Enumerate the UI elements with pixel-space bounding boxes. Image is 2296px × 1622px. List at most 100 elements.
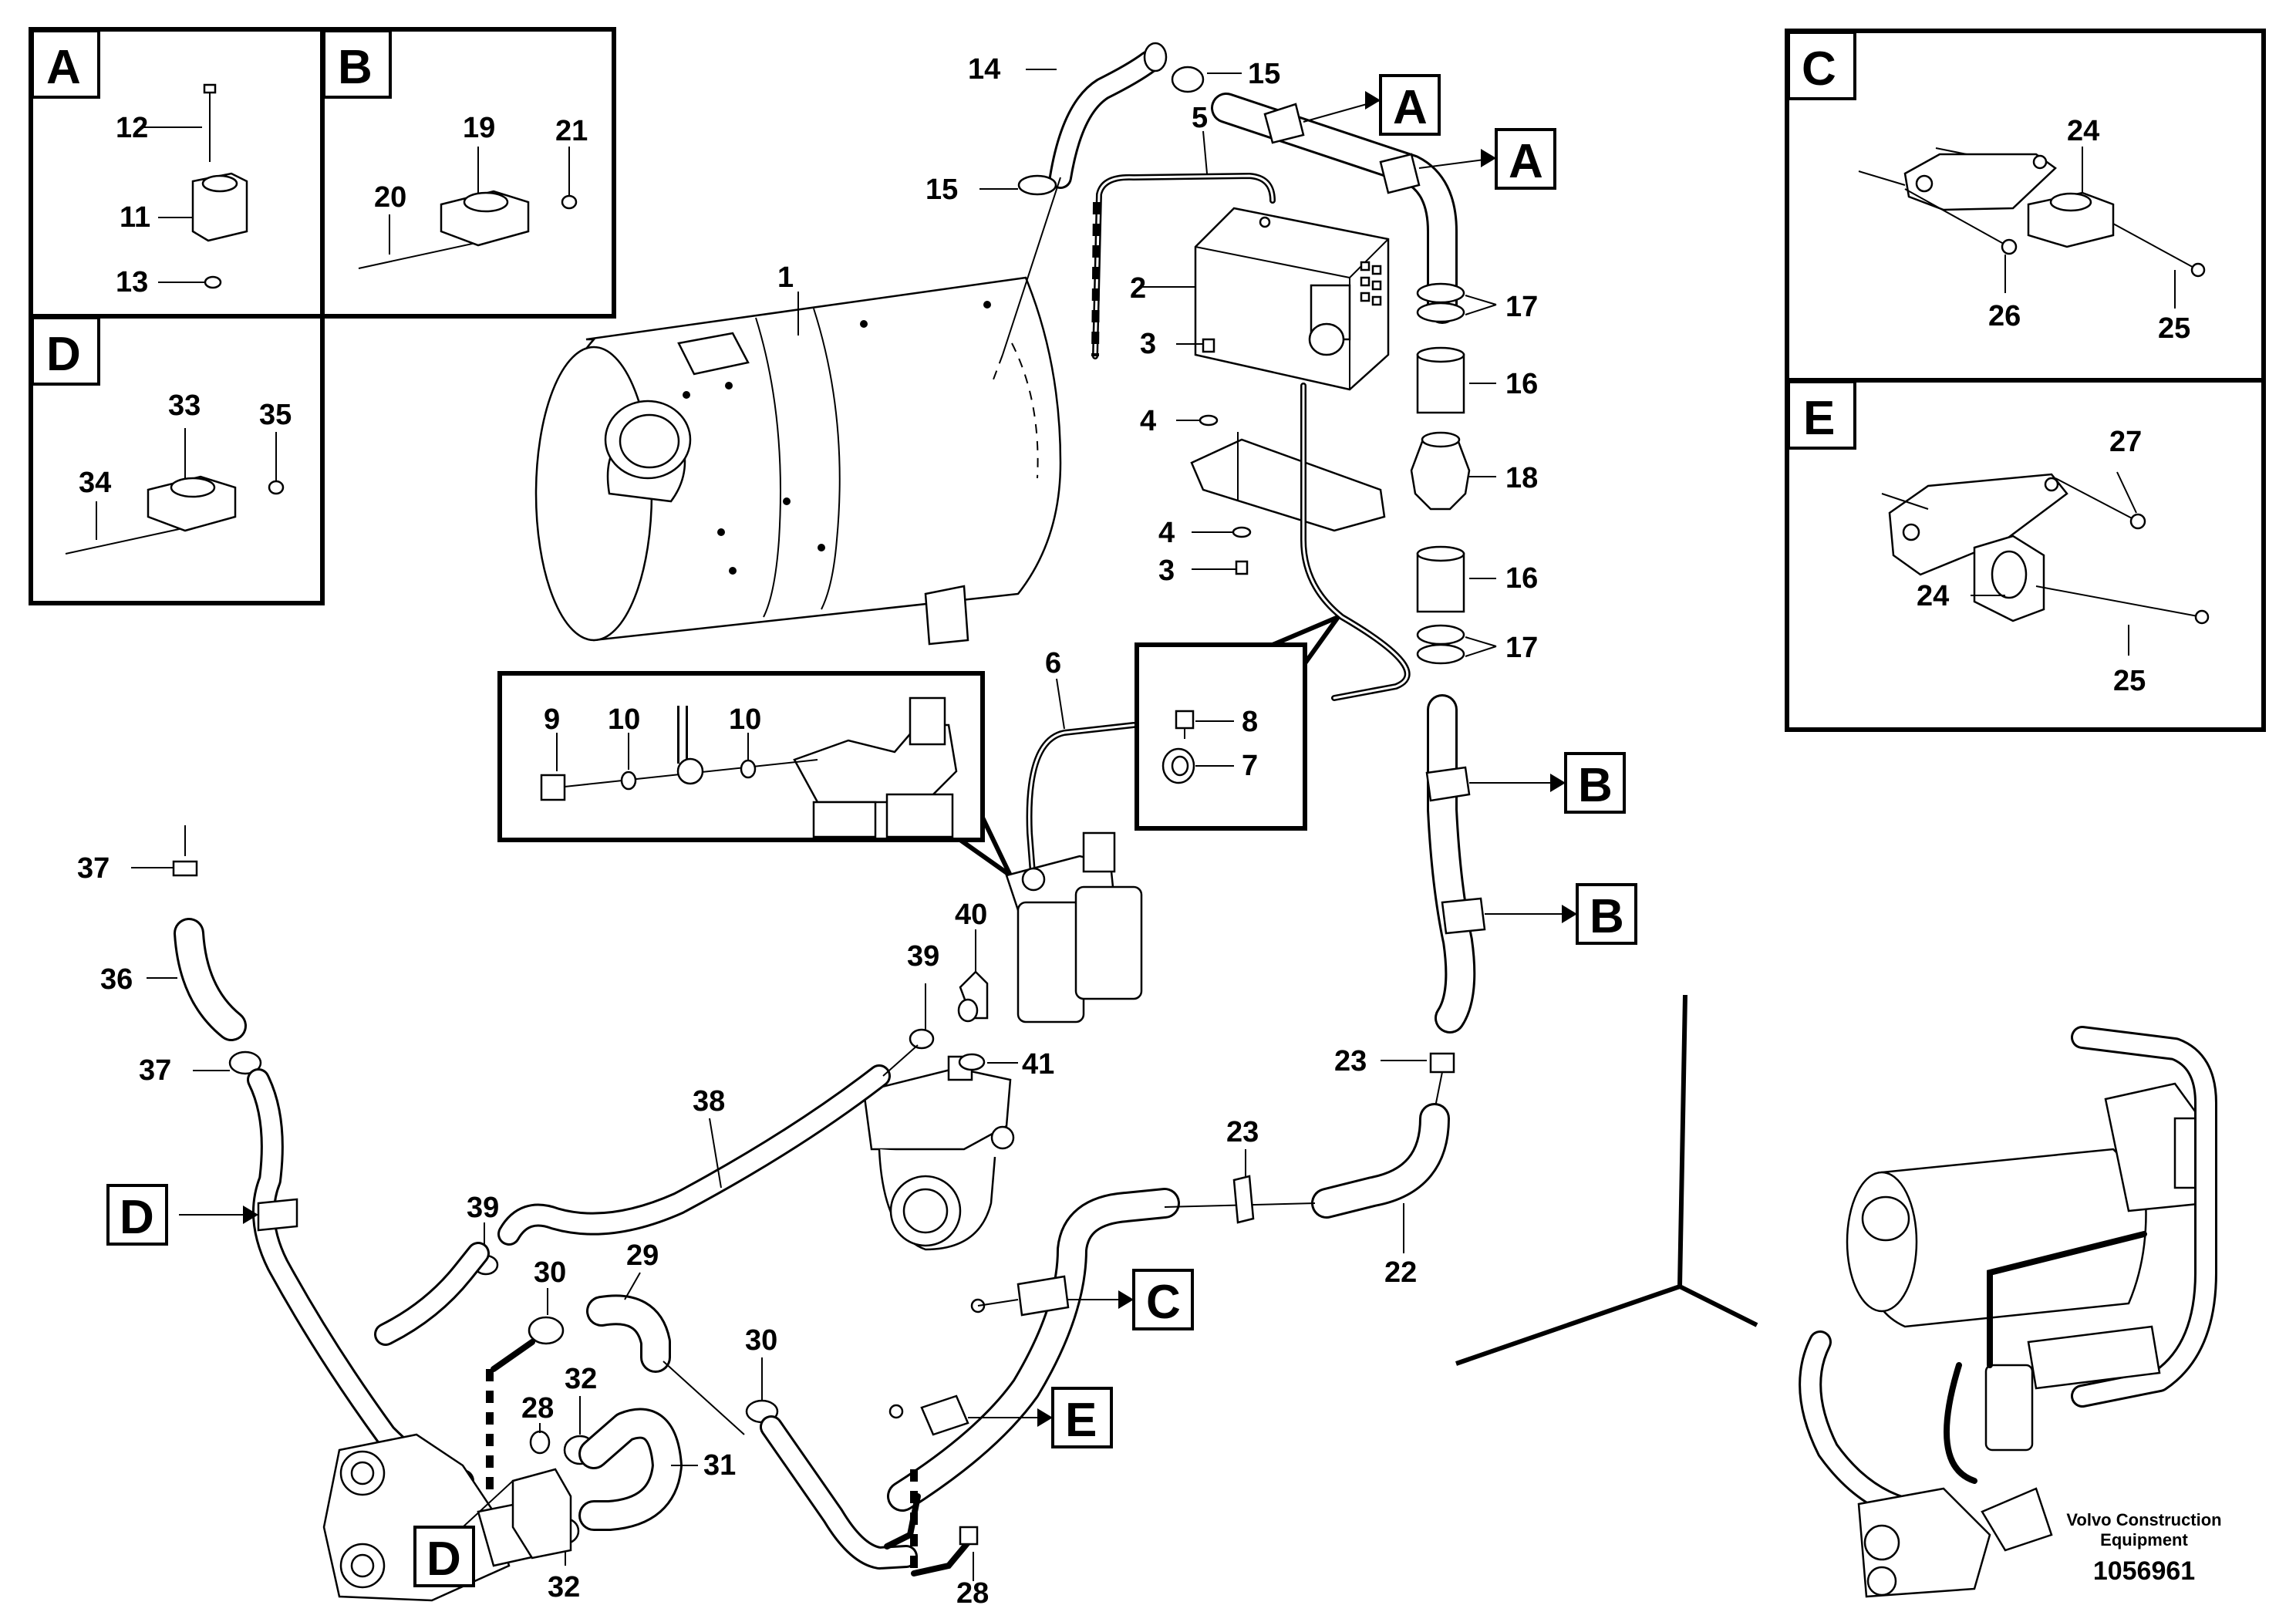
callout-39b: 39 [467,1192,499,1224]
callout-5: 5 [1192,102,1208,134]
callout-35: 35 [259,399,292,431]
callout-32a: 32 [565,1363,597,1395]
callout-10a: 10 [608,703,640,736]
document-number: 1056961 [2093,1556,2195,1586]
callout-7: 7 [1242,750,1258,782]
ref-box-a2: A [1509,135,1543,188]
hose-part-14: 14 [968,42,1168,386]
clamp-part-15: 15 15 [925,58,1280,206]
callout-24a: 24 [2067,115,2099,147]
callout-15b: 15 [925,174,958,206]
callout-3b: 3 [1158,555,1175,587]
callout-36: 36 [100,963,133,996]
callout-27: 27 [2109,426,2142,458]
ref-box-d1: D [120,1191,154,1244]
callout-12: 12 [116,112,148,144]
footer-brand: Volvo Construction Equipment 1056961 [2066,1510,2221,1586]
callout-38: 38 [693,1085,725,1118]
fuel-line-part-6: 6 [1026,383,1411,886]
overview-thumbnail [1455,994,2217,1598]
inset-panel-b: B 19 21 20 [320,27,616,319]
callout-4b: 4 [1158,517,1175,549]
callout-17b: 17 [1505,632,1538,664]
callout-40: 40 [955,899,987,931]
fuel-filter-assembly [1005,831,1143,1023]
fuel-line-part-5: 5 [1091,102,1276,359]
callout-11: 11 [120,201,150,234]
callout-16a: 16 [1505,368,1538,400]
callout-6: 6 [1045,647,1061,679]
callout-24b: 24 [1917,580,1949,612]
callout-21: 21 [555,115,588,147]
fuel-hose-part-38: 38 [497,1044,919,1246]
hose-part-36: 37 36 37 D [77,825,490,1492]
detail-box-9-10: 9 10 10 [497,671,1013,878]
callout-34: 34 [79,467,111,499]
ref-box-b1: B [1578,759,1613,812]
callout-32b: 32 [548,1571,580,1603]
callout-33: 33 [168,389,201,422]
inset-panel-e: E 27 24 25 [1785,378,2266,732]
callout-8: 8 [1242,706,1258,738]
control-box-part-2: 2 [1130,207,1390,391]
inset-label-d: D [46,328,81,381]
callout-28a: 28 [521,1392,554,1425]
inset-panel-d: D 33 35 34 [29,314,325,605]
inset-label-b: B [338,41,373,94]
wire-dashed-left [486,1339,535,1492]
callout-41: 41 [1022,1048,1054,1081]
callout-9: 9 [544,703,560,736]
callout-4a: 4 [1140,405,1156,437]
brand-line-2: Equipment [2100,1530,2188,1549]
callout-22: 22 [1384,1256,1417,1289]
fuel-pump [862,1055,1015,1251]
callout-15a: 15 [1248,58,1280,90]
callout-13: 13 [116,266,148,298]
bracket-plate: 3 4 4 3 [1140,328,1386,587]
wire-28b: 28 [884,1469,989,1610]
clamp-28a: 28 [521,1392,554,1455]
hose-part-22: 23 22 [1311,1045,1455,1289]
callout-17a: 17 [1505,291,1538,323]
hose-part-29: 29 [586,1239,745,1435]
callout-10b: 10 [729,703,761,736]
callout-1: 1 [777,261,794,294]
inset-panel-c: C 24 26 25 [1785,29,2266,383]
callout-28b: 28 [956,1577,989,1610]
inset-panel-a: A 12 11 13 [29,27,325,319]
callout-18: 18 [1505,462,1538,494]
inset-label-a: A [46,41,81,94]
callout-29: 29 [626,1239,659,1272]
pipe-top: A A [1211,74,1556,324]
callout-23a: 23 [1334,1045,1367,1077]
ref-box-c1: C [1146,1276,1181,1329]
callout-20: 20 [374,181,406,214]
callout-31: 31 [703,1449,736,1482]
callout-16b: 16 [1505,562,1538,595]
pipe-lower-mid: 23 C E [760,1116,1316,1570]
ref-box-b2: B [1590,890,1624,943]
callout-3a: 3 [1140,328,1156,360]
callout-37a: 37 [77,852,110,885]
ref-d2-group: D [413,1480,514,1587]
ref-box-d2: D [426,1533,461,1586]
callout-37b: 37 [139,1054,171,1087]
fittings-39-40-41: 40 39 41 [907,899,1054,1081]
tank-part-1: 1 [534,261,1062,646]
callout-30a: 30 [534,1256,566,1289]
callout-14: 14 [968,53,1000,86]
callout-39a: 39 [907,940,939,973]
callout-25a: 25 [2158,312,2190,345]
inset-label-e: E [1803,392,1835,445]
ref-box-a1: A [1393,81,1428,134]
callout-23b: 23 [1226,1116,1259,1148]
brand-line-1: Volvo Construction [2066,1510,2221,1529]
inset-label-c: C [1802,42,1836,96]
callout-2: 2 [1130,272,1146,305]
hose-part-31: 31 [511,1408,736,1560]
callout-30b: 30 [745,1324,777,1357]
clamp-30b: 30 [745,1324,779,1424]
pipe-right: B B [1425,694,1637,1034]
callout-25b: 25 [2113,665,2146,697]
